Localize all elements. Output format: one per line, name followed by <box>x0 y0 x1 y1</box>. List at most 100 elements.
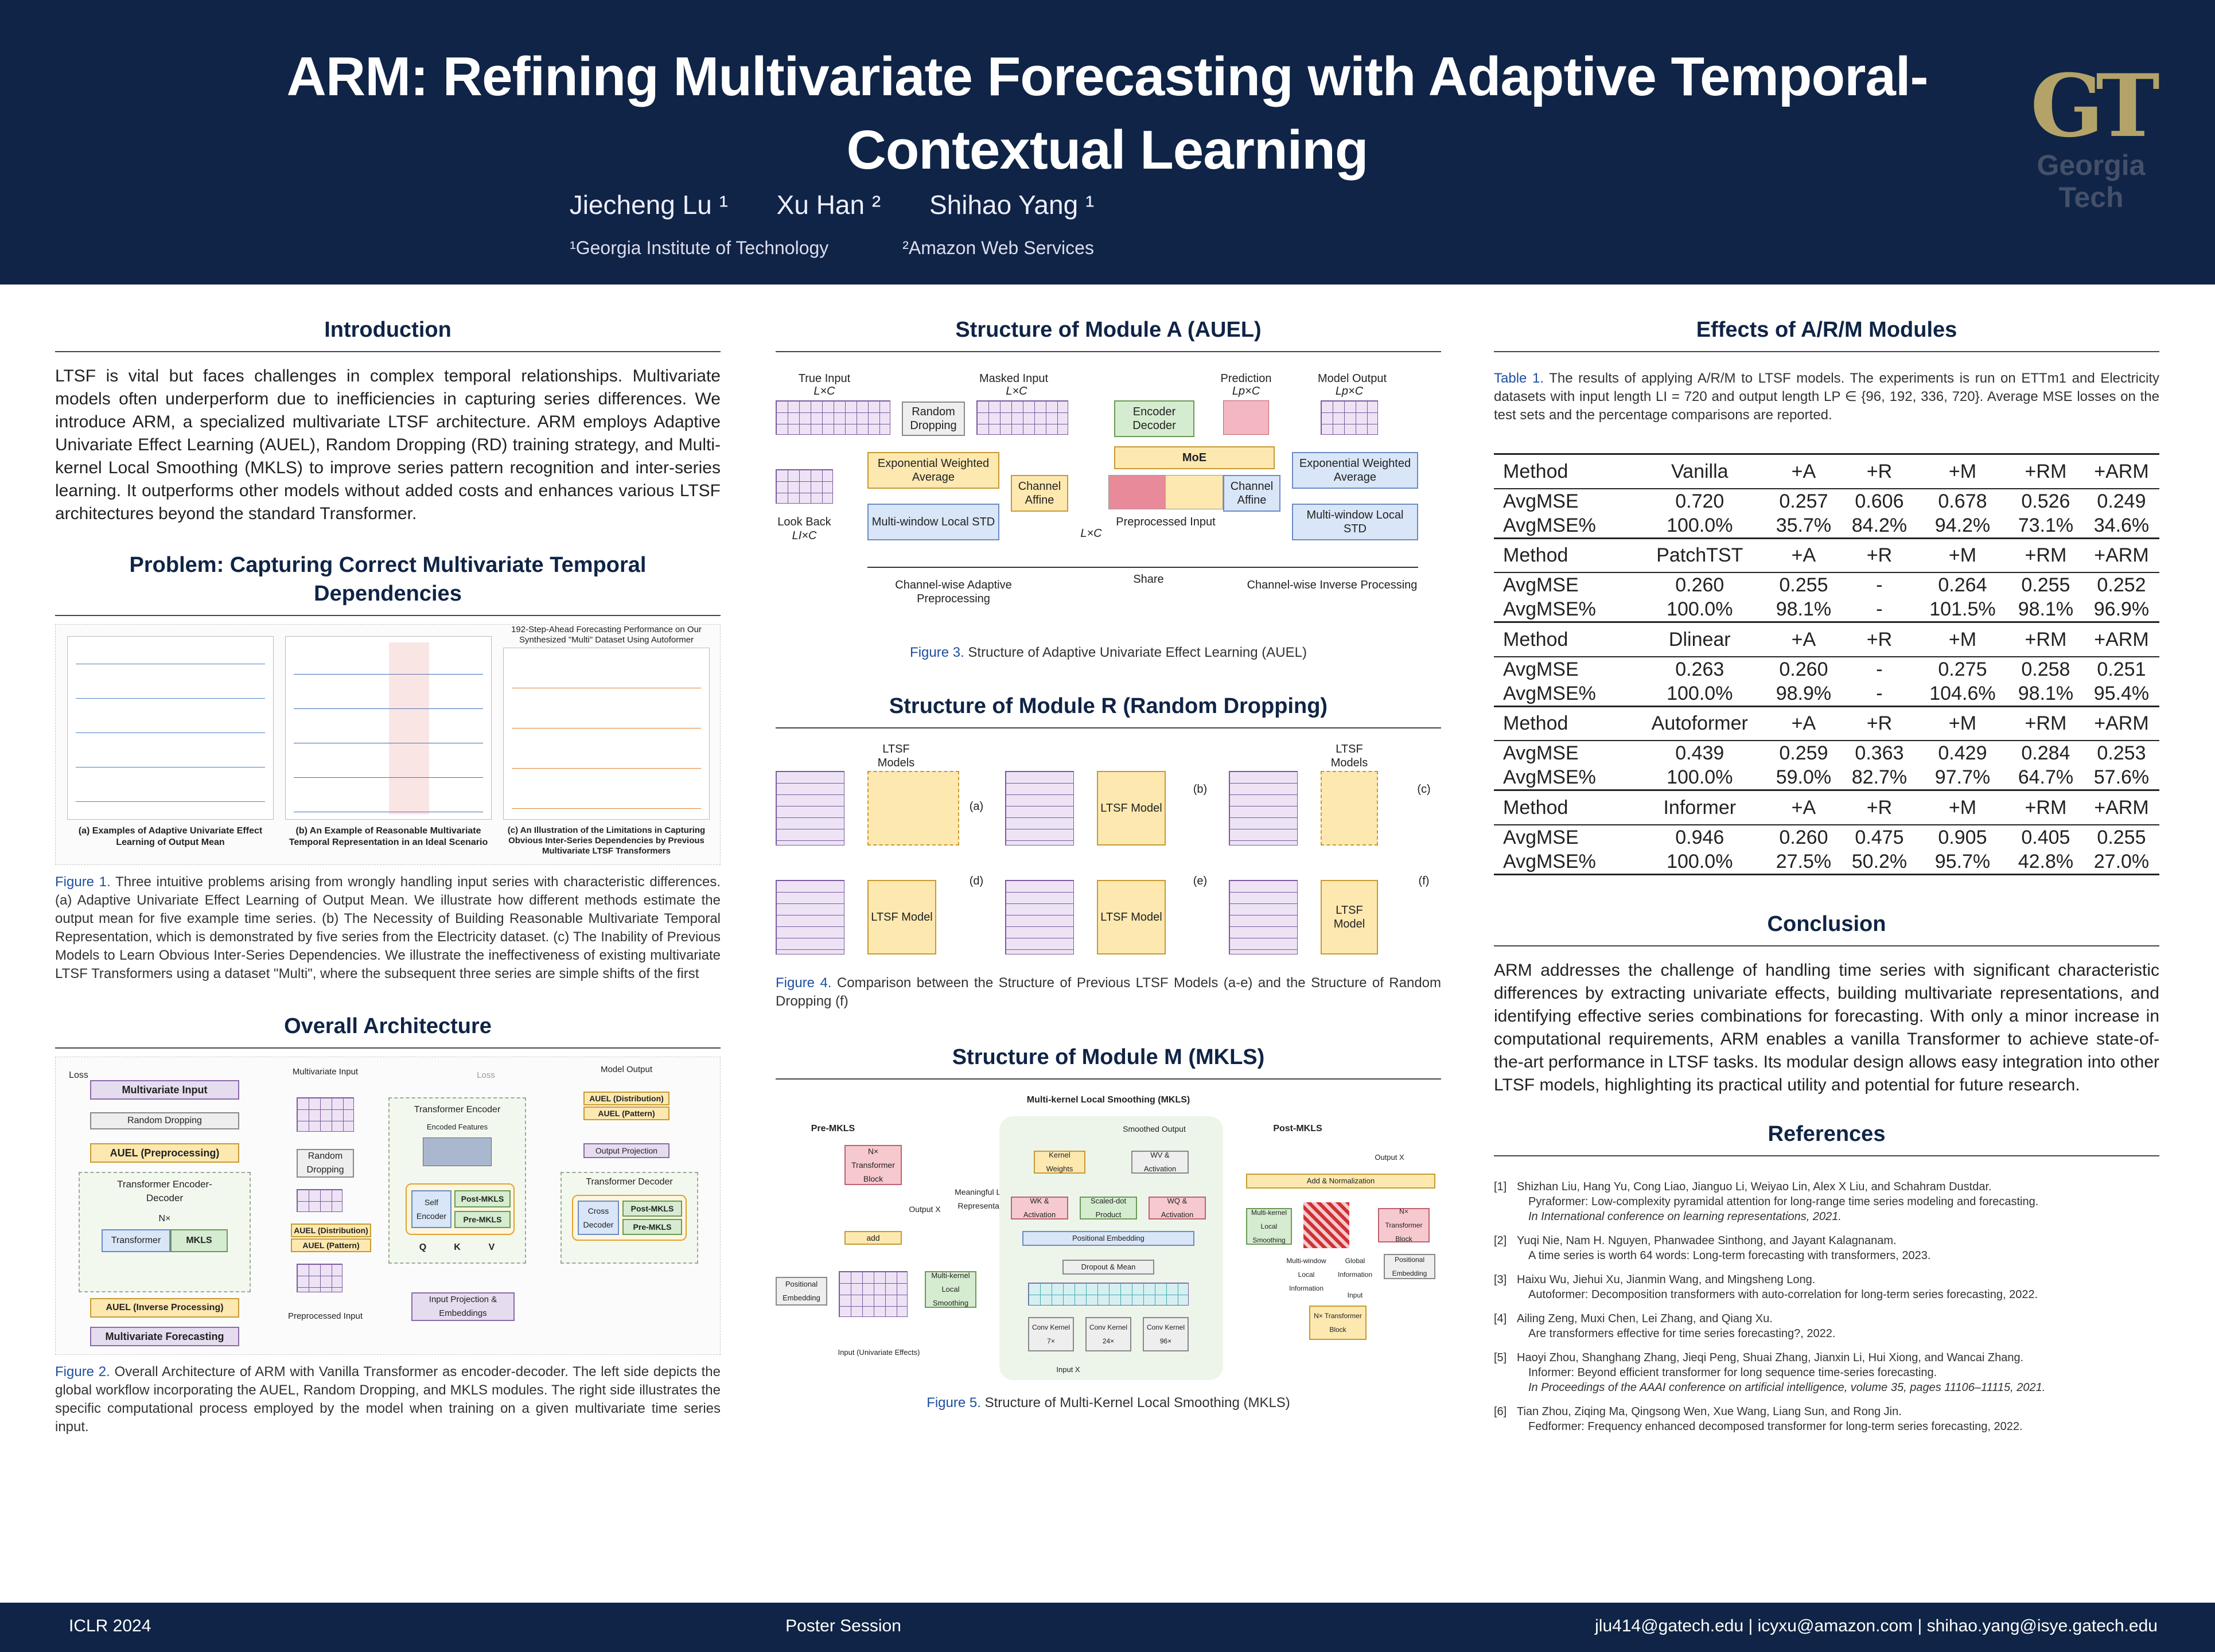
cw-adaptive-label: Channel-wise Adaptive Preprocessing <box>895 579 1012 605</box>
reference-item: [3]Haixu Wu, Jiehui Xu, Jianmin Wang, an… <box>1494 1272 2159 1302</box>
column-left: Introduction LTSF is vital but faces cha… <box>55 315 721 1436</box>
tag-a: (a) <box>969 800 984 813</box>
table-cell: AvgMSE% <box>1503 598 1596 620</box>
reference-item: [6]Tian Zhou, Ziqing Ma, Qingsong Wen, X… <box>1494 1404 2159 1434</box>
ewa-block-left: Exponential Weighted Average <box>867 452 999 489</box>
input-rows-d <box>776 880 844 954</box>
reference-authors: Ailing Zeng, Muxi Chen, Lei Zhang, and Q… <box>1517 1312 1773 1325</box>
arch-preprocessed-label: Preprocessed Input <box>287 1311 363 1321</box>
multivariate-input-block: Multivariate Input <box>90 1080 239 1100</box>
self-encoder-block: Self Encoder <box>411 1190 451 1228</box>
reference-item: [4]Ailing Zeng, Muxi Chen, Lei Zhang, an… <box>1494 1311 2159 1341</box>
author-list: Jiecheng Lu ¹ Xu Han ² Shihao Yang ¹ <box>0 189 1664 220</box>
table-header-cell: +R <box>1841 789 1917 825</box>
table-row: AvgMSE%100.0%59.0%82.7%97.7%64.7%57.6% <box>1494 765 2159 790</box>
lc-label: L×C <box>813 385 835 398</box>
table-cell: 97.7% <box>1934 766 1991 788</box>
reference-list: [1]Shizhan Liu, Hang Yu, Cong Liao, Jian… <box>1494 1179 2159 1434</box>
figure-1-panel-c <box>503 648 710 820</box>
series-line <box>512 700 701 728</box>
random-dropping-block: Random Dropping <box>90 1112 239 1129</box>
table-cell: 0.284 <box>2021 742 2070 764</box>
table-cell: 98.9% <box>1776 682 1832 704</box>
table-cell: 0.260 <box>1779 658 1828 680</box>
table-cell: AvgMSE <box>1503 490 1579 512</box>
table-cell: 0.946 <box>1675 826 1724 848</box>
table-header-cell: +ARM <box>2083 705 2159 741</box>
table-row: AvgMSE%100.0%27.5%50.2%95.7%42.8%27.0% <box>1494 849 2159 875</box>
table-cell: 82.7% <box>1851 766 1908 788</box>
moe-block: MoE <box>1114 446 1275 469</box>
transformer-encoder-container <box>388 1097 526 1264</box>
figure-label: Figure 3. <box>910 645 964 660</box>
figure-label: Figure 4. <box>776 975 832 991</box>
conclusion-text: ARM addresses the challenge of handling … <box>1494 960 2159 1094</box>
series-line <box>294 688 483 709</box>
table-cell: 0.439 <box>1675 742 1724 764</box>
figure-3: True Input L×C Random Dropping Masked In… <box>776 360 1441 670</box>
figure-1-panel-b-caption: (b) An Example of Reasonable Multivariat… <box>289 826 488 847</box>
table-header-cell: +RM <box>2007 453 2084 489</box>
table-cell: 0.263 <box>1675 658 1724 680</box>
figure-2: Loss Multivariate Input Random Dropping … <box>55 1057 721 1355</box>
table-cell: 104.6% <box>1929 682 1996 704</box>
table-header-cell: PatchTST <box>1633 537 1766 573</box>
table-cell: 42.8% <box>2007 849 2084 875</box>
auel-preprocessing-block: AUEL (Preprocessing) <box>90 1143 239 1163</box>
table-cell: 95.7% <box>1917 849 2008 875</box>
table-header-cell: +A <box>1765 453 1842 489</box>
transformer-encoder-label: Transformer Encoder <box>414 1105 501 1115</box>
figure-2-caption: Figure 2. Overall Architecture of ARM wi… <box>55 1363 721 1436</box>
random-dropping-block: Random Dropping <box>902 402 965 436</box>
table-header-cell: +M <box>1917 537 2008 573</box>
tag-b: (b) <box>1193 783 1208 796</box>
table-header-cell: +ARM <box>2083 453 2159 489</box>
channel-affine-left: Channel Affine <box>1011 475 1068 512</box>
input-label-post: Input <box>1347 1291 1363 1299</box>
attention-heatmap <box>1303 1202 1349 1248</box>
tag-f: (f) <box>1418 875 1430 887</box>
author-name: Shihao Yang ¹ <box>929 190 1095 220</box>
reference-authors: Haixu Wu, Jiehui Xu, Jianmin Wang, and M… <box>1517 1273 1816 1286</box>
table-cell: 100.0% <box>1667 598 1733 620</box>
table-cell: 0.251 <box>2097 658 2146 680</box>
series-line <box>294 792 483 812</box>
lpc-label: Lp×C <box>1335 385 1364 398</box>
figure-1-panel-b <box>285 636 492 820</box>
table-cell: 100.0% <box>1667 514 1733 536</box>
table-header-cell: +R <box>1841 621 1917 657</box>
table-cell: 96.9% <box>2093 598 2150 620</box>
output-x-label: Output X <box>909 1205 941 1214</box>
encoded-features <box>423 1137 492 1166</box>
table-cell: 57.6% <box>2093 766 2150 788</box>
highlight-region <box>389 642 429 815</box>
section-title-auel: Structure of Module A (AUEL) <box>776 315 1441 352</box>
table-header-cell: +A <box>1765 705 1842 741</box>
footer-venue: ICLR 2024 <box>69 1616 151 1635</box>
affiliation: ²Amazon Web Services <box>902 237 1094 258</box>
caption-text: Structure of Adaptive Univariate Effect … <box>968 645 1307 660</box>
table-cell: 64.7% <box>2018 766 2074 788</box>
transformer-block: Transformer <box>102 1229 170 1252</box>
reference-authors: Shizhan Liu, Hang Yu, Cong Liao, Jianguo… <box>1517 1180 1992 1193</box>
reference-body: Tian Zhou, Ziqing Ma, Qingsong Wen, Xue … <box>1517 1404 2023 1434</box>
section-title-references: References <box>1494 1120 2159 1156</box>
series-line <box>76 786 265 802</box>
table-header-cell: +A <box>1765 537 1842 573</box>
prediction-label: Prediction <box>1220 372 1272 385</box>
input-projection-block: Input Projection & Embeddings <box>411 1292 515 1321</box>
positional-embedding-mkls: Positional Embedding <box>1022 1231 1194 1246</box>
masked-input-label: Masked Input <box>979 372 1049 385</box>
table-cell: - <box>1876 658 1883 680</box>
encoded-features-label: Encoded Features <box>426 1123 488 1131</box>
univariate-input-matrix <box>839 1271 908 1317</box>
table-cell: 27.0% <box>2083 849 2159 875</box>
reference-authors: Haoyi Zhou, Shanghang Zhang, Jieqi Peng,… <box>1517 1351 2024 1364</box>
tag-d: (d) <box>969 875 984 887</box>
figure-3-caption: Figure 3. Structure of Adaptive Univaria… <box>776 644 1441 662</box>
arch-auel-pattern: AUEL (Pattern) <box>291 1238 371 1252</box>
reference-title: Autoformer: Decomposition transformers w… <box>1528 1288 2038 1301</box>
conv-feature-grid <box>1028 1283 1189 1306</box>
